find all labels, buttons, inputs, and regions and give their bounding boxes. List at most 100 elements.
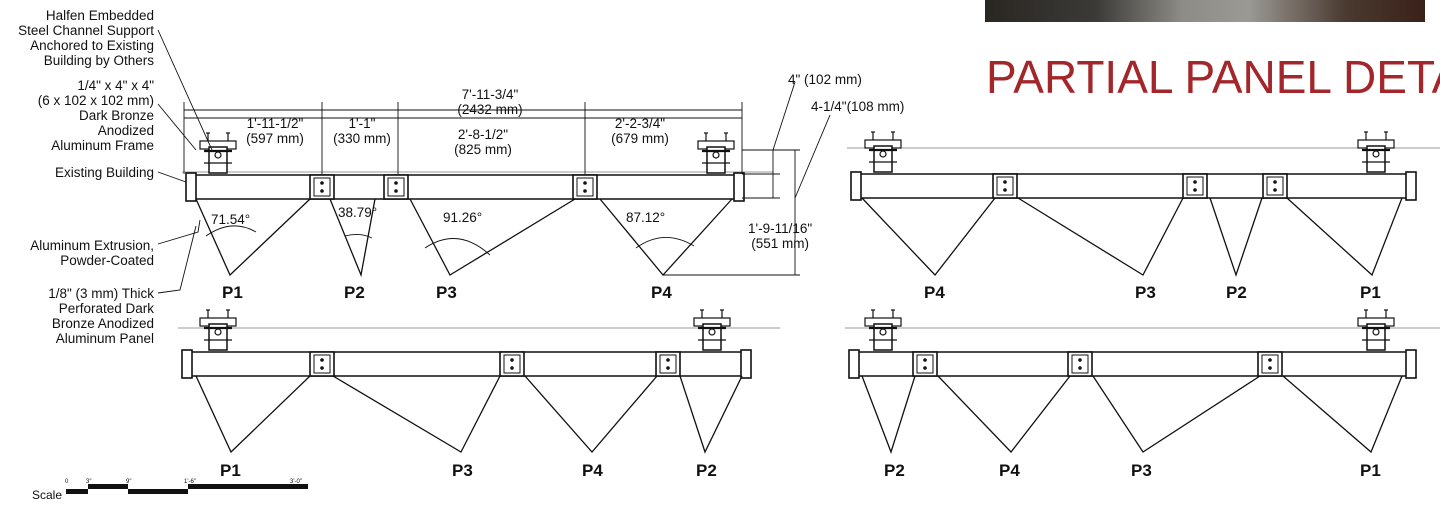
- assembly-tl-bracket-2-dot: [583, 181, 587, 185]
- scale-tick-1-6: 1'-6": [184, 479, 196, 485]
- dim-span-1: 1'-11-1/2"(597 mm): [235, 116, 315, 146]
- assembly-tr-bracket-1-inner: [1186, 176, 1204, 196]
- panel-label-bl-p1: P1: [220, 461, 241, 480]
- assembly-br-bracket-2-inner: [1261, 354, 1279, 374]
- assembly-bl-bracket-2-dot: [666, 366, 670, 370]
- dim-overall: 7'-11-3/4"(2432 mm): [445, 87, 535, 117]
- assembly-tl-panel-1: [329, 198, 376, 278]
- dim-depth-4in: 4" (102 mm): [788, 72, 862, 87]
- assembly-tr-bracket-0-inner: [996, 176, 1014, 196]
- assembly-tr-bracket-1-dot: [1193, 180, 1197, 184]
- assembly-tr-anchor-1-clip: [1366, 145, 1386, 173]
- assembly-br-bracket-1-inner: [1071, 354, 1089, 374]
- panel-label-br-p2: P2: [884, 461, 905, 480]
- scale-seg-3: [128, 489, 188, 494]
- assembly-bl-bracket-0-dot: [320, 358, 324, 362]
- assembly-tr-bracket-2-dot: [1273, 188, 1277, 192]
- assembly-bl-panel-3: [679, 375, 743, 454]
- panel-label-tr-p3: P3: [1135, 283, 1156, 302]
- assembly-tr-panel-0: [861, 197, 996, 276]
- assembly-tl-end-right: [733, 172, 745, 202]
- assembly-br-anchor-1-clip: [1366, 323, 1386, 351]
- dim-span-2: 1'-1"(330 mm): [330, 116, 394, 146]
- angle-arc-p4: [635, 237, 695, 249]
- leader-panel: [157, 225, 197, 294]
- assembly-br-bracket-2-dot: [1268, 358, 1272, 362]
- assembly-tr-bracket-2-dot: [1273, 180, 1277, 184]
- assembly-br-panel-1: [937, 375, 1071, 453]
- panel-label-tl-p1: P1: [222, 283, 243, 302]
- assembly-br-end-left: [848, 349, 860, 379]
- panel-label-br-p3: P3: [1131, 461, 1152, 480]
- scale-seg-4: [188, 484, 308, 489]
- dim-panel-height: 1'-9-11/16"(551 mm): [748, 221, 813, 251]
- assembly-tl-bracket-2-dot: [583, 189, 587, 193]
- assembly-bl-bracket-2-inner: [659, 354, 677, 374]
- leader-halfen: [157, 29, 213, 151]
- panel-label-tl-p4: P4: [651, 283, 672, 302]
- assembly-tr-panel-3: [1286, 197, 1403, 277]
- assembly-tl-bracket-1-dot: [394, 181, 398, 185]
- assembly-bl-bracket-2-dot: [666, 358, 670, 362]
- assembly-br-anchor-0-clip: [873, 323, 893, 351]
- assembly-bl-bracket-1-inner: [503, 354, 521, 374]
- assembly-br-bracket-2-dot: [1268, 366, 1272, 370]
- assembly-tl-bracket-2-inner: [576, 177, 594, 197]
- dim-span-4: 2'-2-3/4"(679 mm): [600, 116, 680, 146]
- assembly-tl-panel-2: [409, 198, 576, 276]
- scale-label: Scale: [31, 488, 62, 502]
- assembly-br-panel-0: [861, 375, 916, 454]
- assembly-tl-panel-0: [195, 198, 311, 277]
- assembly-tr-bracket-2-inner: [1266, 176, 1284, 196]
- assembly-bl-anchor-0-clip: [208, 323, 228, 351]
- assembly-tl-bracket-0-inner: [313, 177, 331, 197]
- leader-frame: [157, 103, 197, 151]
- assembly-tr-bracket-1-dot: [1193, 188, 1197, 192]
- panel-label-tr-p2: P2: [1226, 283, 1247, 302]
- scale-tick-3in: 3": [86, 479, 92, 485]
- assembly-br-panel-2: [1092, 375, 1261, 453]
- assembly-br-bracket-1-dot: [1078, 358, 1082, 362]
- assembly-br-anchor-0-pin: [879, 328, 887, 336]
- panel-label-tl-p3: P3: [436, 283, 457, 302]
- assembly-br-panel-3: [1282, 375, 1403, 454]
- page-title: PARTIAL PANEL DETAIL: [986, 51, 1440, 103]
- angle-p4: 87.12°: [626, 210, 666, 225]
- assembly-tl-bracket-0-dot: [320, 189, 324, 193]
- panel-label-bl-p3: P3: [452, 461, 473, 480]
- panel-label-bl-p4: P4: [582, 461, 603, 480]
- angle-p3: 91.26°: [443, 210, 483, 225]
- assembly-bl-end-right: [740, 349, 752, 379]
- assembly-tl-end-left: [185, 172, 197, 202]
- dim-span-3: 2'-8-1/2"(825 mm): [440, 127, 526, 157]
- assembly-br-bracket-0-dot: [923, 358, 927, 362]
- label-existing-building: Existing Building: [54, 165, 154, 180]
- scale-seg-1: [66, 489, 88, 494]
- assembly-tl-bracket-0-dot: [320, 181, 324, 185]
- assembly-bl-bracket-0-inner: [313, 354, 331, 374]
- building-photo-strip: [985, 0, 1425, 22]
- dim-depth-4-1-4in: 4-1/4"(108 mm): [811, 99, 905, 114]
- assembly-bl-panel-0: [195, 375, 311, 454]
- angle-p2: 38.79°: [338, 205, 378, 220]
- assembly-tl-anchor-0-clip: [208, 146, 228, 174]
- angle-arc-p2: [344, 233, 373, 239]
- assembly-br-anchor-1-pin: [1372, 328, 1380, 336]
- leader-extrusion: [157, 219, 201, 245]
- panel-label-tl-p2: P2: [344, 283, 365, 302]
- assembly-tr-panel-1: [1017, 197, 1184, 276]
- assembly-tl-anchor-1-pin: [712, 151, 720, 159]
- assembly-br-bracket-0-dot: [923, 366, 927, 370]
- label-aluminum-extrusion: Aluminum Extrusion,Powder-Coated: [30, 238, 154, 268]
- assembly-tr-panel-2: [1209, 197, 1263, 278]
- dim-depth-4q-leader: [794, 114, 831, 199]
- angle-arc-p1: [205, 225, 257, 237]
- assembly-tr-anchor-0-clip: [873, 145, 893, 173]
- scale-tick-9in: 9": [126, 479, 132, 485]
- assembly-tl-bracket-1-inner: [387, 177, 405, 197]
- scale-tick-3-0: 3'-0": [290, 479, 302, 485]
- assembly-tr-end-right: [1405, 171, 1417, 201]
- dim-depth-leader: [772, 81, 796, 151]
